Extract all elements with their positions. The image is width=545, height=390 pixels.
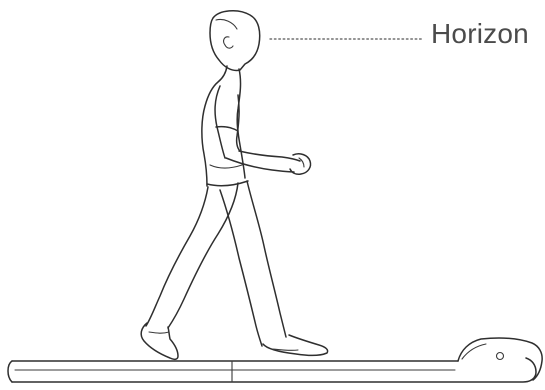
shirt-hem — [207, 181, 248, 186]
ear-detail — [224, 37, 233, 48]
forearm-upper — [239, 151, 300, 161]
back-leg-rear-edge — [146, 187, 208, 326]
hand — [290, 154, 311, 174]
treadmill-left-end — [8, 361, 12, 382]
upper-arm-back — [215, 86, 225, 158]
shirt-fold — [210, 165, 242, 168]
treadmill-knob-icon — [497, 353, 504, 360]
back-shoe-detail — [149, 332, 169, 333]
sleeve-edge — [216, 127, 238, 131]
back-foot — [141, 323, 178, 359]
horizon-label: Horizon — [431, 18, 529, 50]
hair-detail — [216, 19, 237, 29]
thumb-detail — [299, 158, 304, 167]
front-foot — [263, 335, 328, 355]
forearm-lower — [226, 158, 294, 172]
